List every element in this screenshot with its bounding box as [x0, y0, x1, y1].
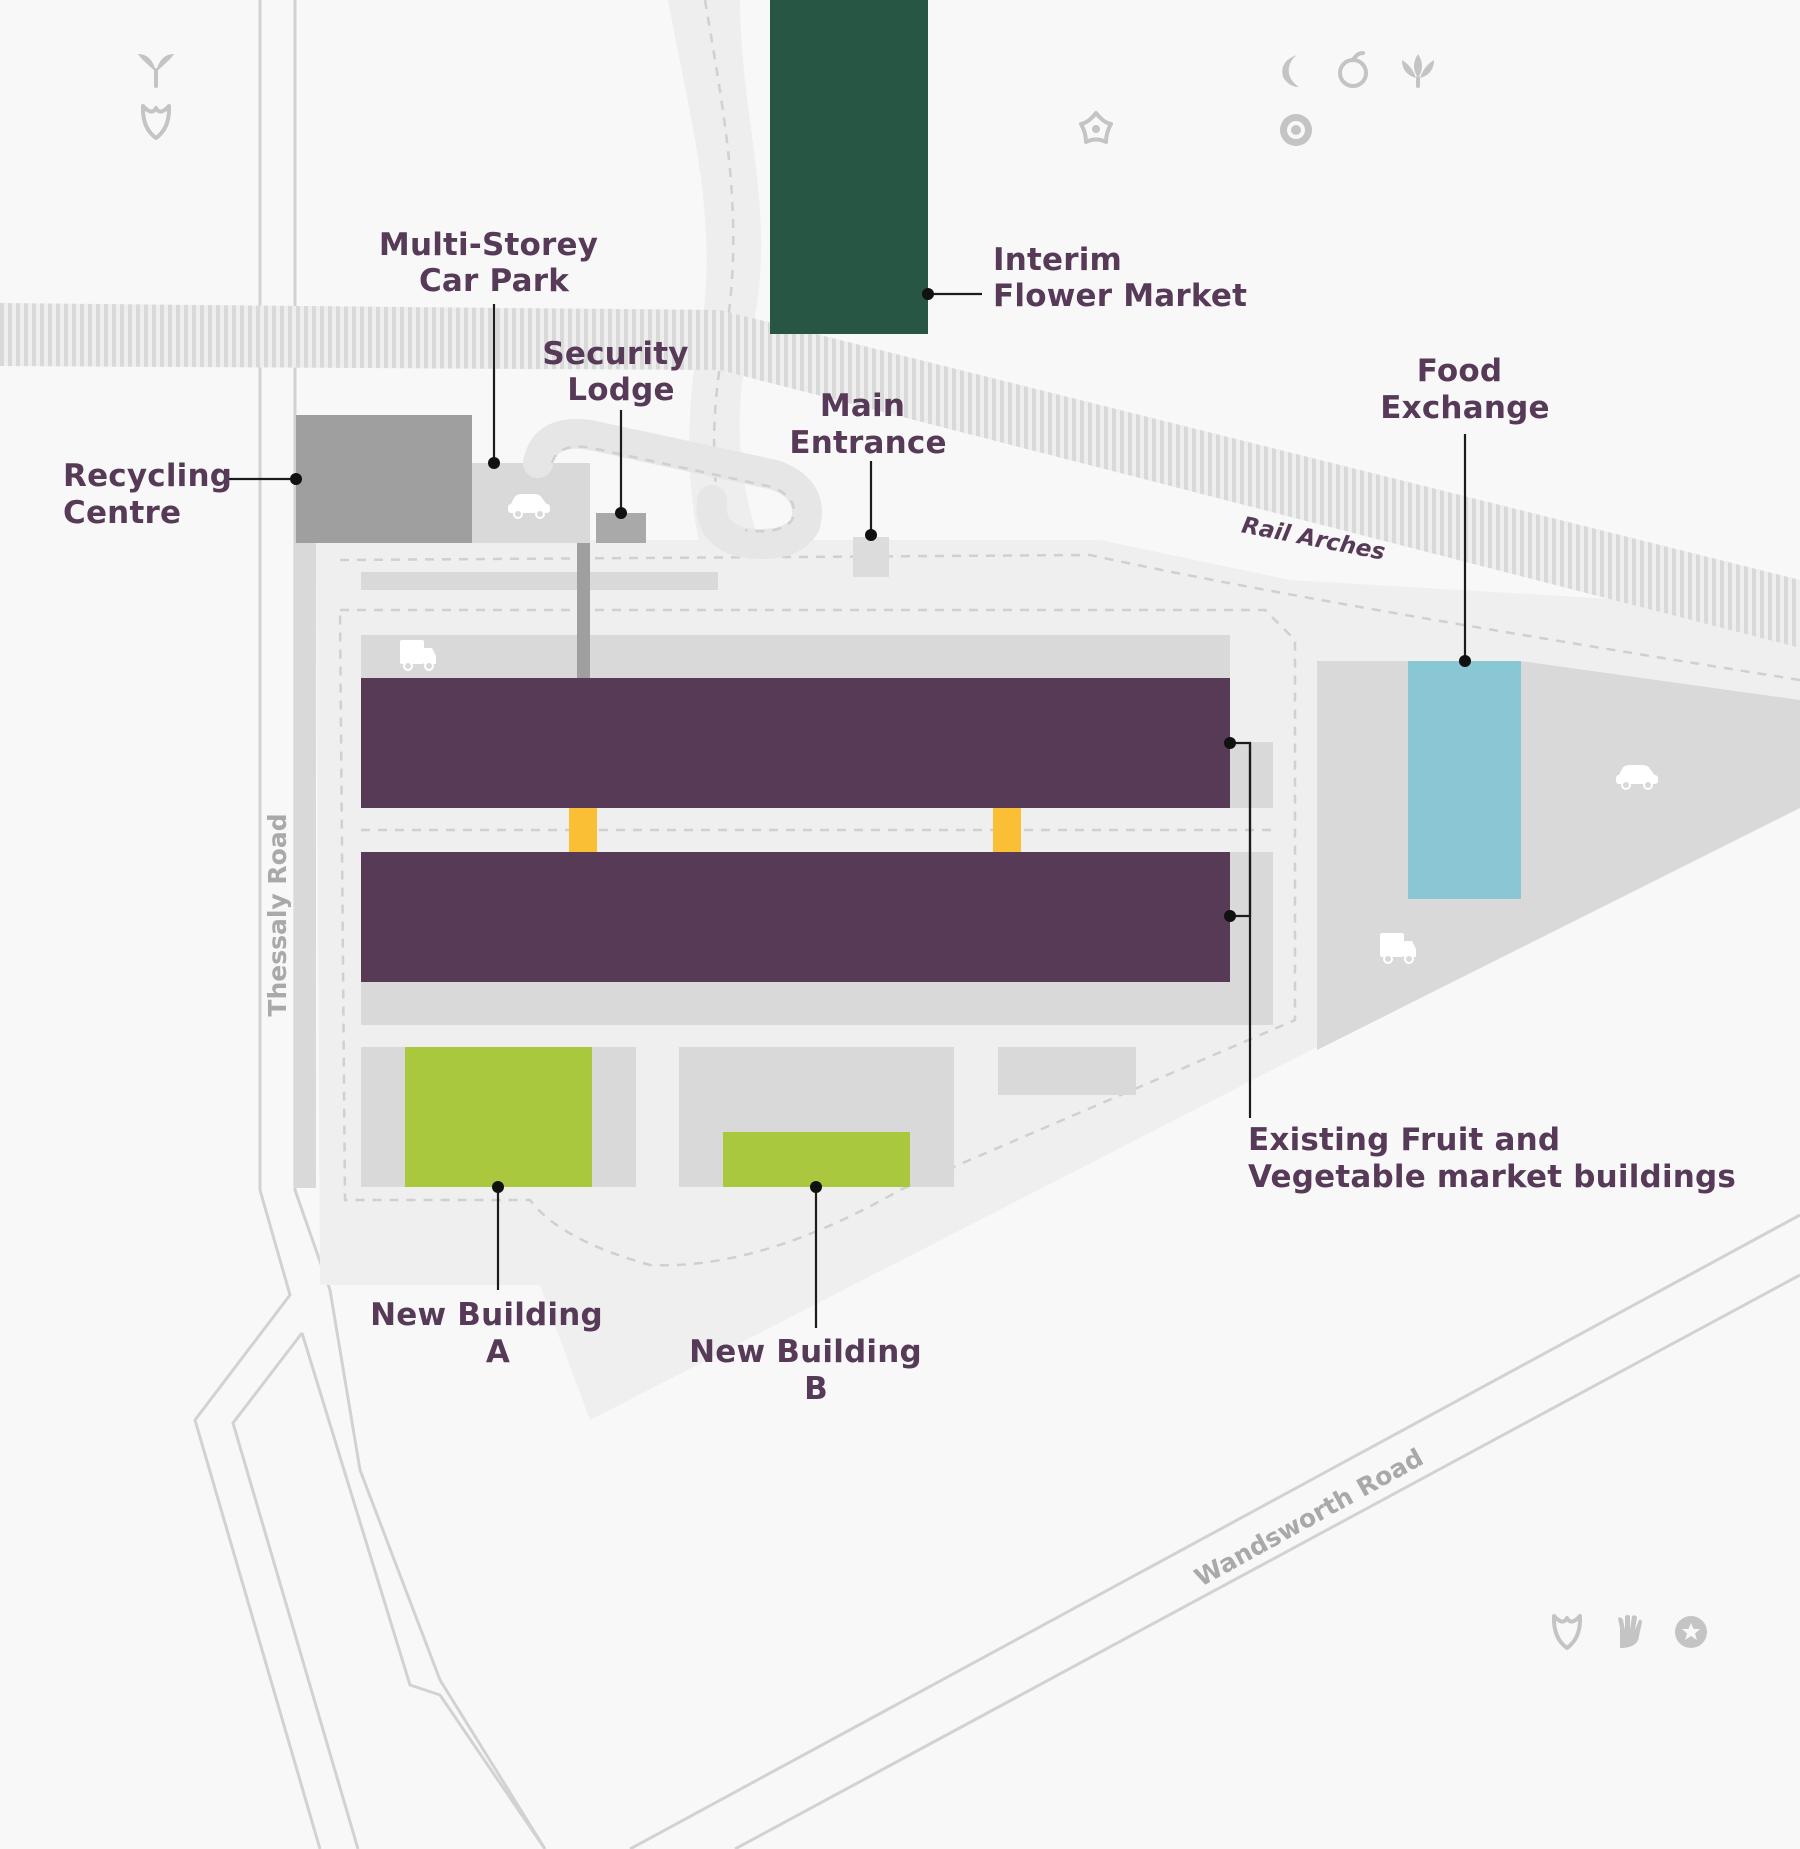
leader-dots: [290, 288, 1471, 1193]
existing-market-building-south: [361, 852, 1230, 982]
sprout-icon: [138, 54, 174, 88]
leader-lines: [226, 292, 1467, 1328]
interim-flower-market: [770, 0, 928, 334]
east-yard-tab: [1230, 742, 1273, 808]
hand-icon: [1618, 1615, 1642, 1648]
flower-icon: [1079, 111, 1113, 144]
car-icon: [508, 494, 550, 519]
link-bridge-west: [569, 808, 597, 852]
wandsworth-road: [629, 1213, 1800, 1849]
recycling-centre-label: Recycling Centre: [63, 458, 243, 531]
food-exchange: [1408, 661, 1521, 899]
recycling-centre: [296, 415, 472, 543]
rail-arches: [0, 303, 1800, 648]
rose-icon: [1280, 114, 1312, 146]
star-badge-icon: [1675, 1616, 1707, 1648]
yard-central-aisle: [361, 808, 1273, 852]
new-building-b-label: New Building B: [689, 1334, 933, 1407]
tulip-icon: [140, 104, 172, 140]
tulip-icon: [1551, 1614, 1583, 1650]
thessaly-road-label: Thessaly Road: [263, 813, 292, 1016]
apple-icon: [1338, 51, 1368, 88]
north-access-road: [668, 0, 770, 570]
car-icon: [1616, 765, 1658, 790]
main-entrance-label: Main Entrance: [789, 388, 946, 461]
existing-market-buildings-label: Existing Fruit and Vegetable market buil…: [1248, 1122, 1736, 1195]
interim-flower-market-label: Interim Flower Market: [993, 242, 1247, 314]
west-yard-strip: [294, 543, 316, 1188]
new-building-a-label: New Building A: [370, 1297, 614, 1370]
van-icon: [400, 640, 436, 671]
multi-storey-car-park-label: Multi-Storey Car Park: [379, 227, 609, 299]
van-icon: [1380, 933, 1416, 964]
main-entrance-gate: [853, 537, 889, 577]
food-exchange-label: Food Exchange: [1380, 353, 1549, 426]
security-lodge-label: Security Lodge: [542, 336, 699, 408]
north-yard-strip: [361, 572, 718, 590]
car-park-link: [577, 543, 590, 678]
new-building-b: [723, 1132, 910, 1187]
new-building-a: [405, 1047, 592, 1187]
east-yard-tab-2: [1230, 852, 1273, 1025]
lotus-icon: [1402, 54, 1434, 88]
existing-market-building-north: [361, 678, 1230, 808]
moon-icon: [1282, 55, 1299, 87]
link-bridge-east: [993, 808, 1021, 852]
yard-c: [998, 1047, 1136, 1095]
